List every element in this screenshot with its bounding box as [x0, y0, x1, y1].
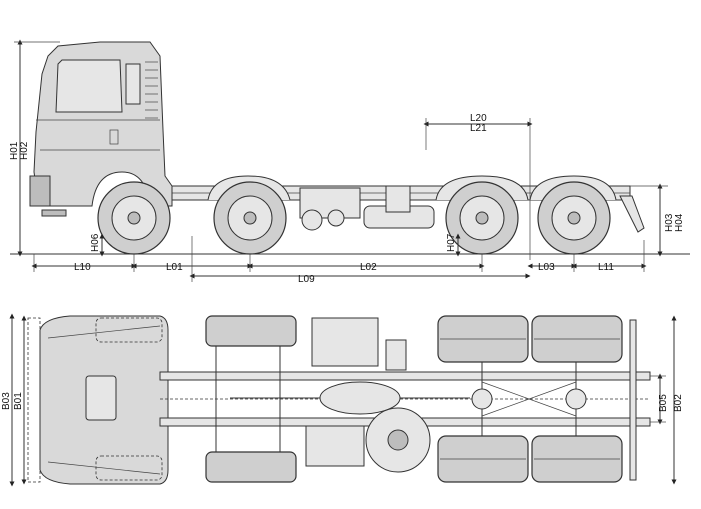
top-view: B03 B01 B05 B02 — [1, 313, 684, 487]
label-h07: H07 — [446, 233, 457, 252]
wheel-second-front — [213, 181, 287, 255]
label-h02: H02 — [19, 141, 30, 160]
side-view: H01 H02 H03 H04 H06 H07 L20 L21 L10 L01 — [9, 39, 690, 285]
wheel-rear-2 — [537, 181, 611, 255]
label-h04: H04 — [674, 213, 685, 232]
label-l10: L10 — [74, 262, 91, 273]
label-l03: L03 — [538, 262, 555, 273]
label-h06: H06 — [90, 233, 101, 252]
label-b05: B05 — [658, 394, 669, 412]
wheel-front — [97, 181, 171, 255]
cab-window — [55, 59, 123, 113]
label-l11: L11 — [598, 262, 614, 273]
wheel-rear-1 — [445, 181, 519, 255]
label-b02: B02 — [673, 394, 684, 412]
label-l01: L01 — [166, 262, 183, 273]
label-b03: B03 — [1, 392, 12, 410]
label-l02: L02 — [360, 262, 377, 273]
label-l20: L20 — [470, 113, 487, 124]
label-b01: B01 — [13, 392, 24, 410]
label-h01: H01 — [9, 141, 20, 160]
label-l21: L21 — [470, 123, 487, 134]
label-l09: L09 — [298, 274, 315, 285]
cab-grille — [145, 61, 158, 119]
label-h03: H03 — [664, 213, 675, 232]
